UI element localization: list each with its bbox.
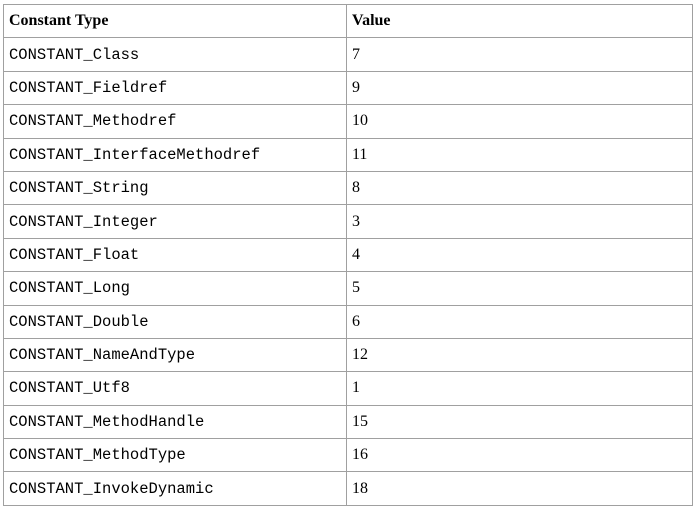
value-cell: 18 [346, 471, 693, 506]
constant-type-cell: CONSTANT_NameAndType [3, 337, 347, 373]
header-constant-type: Constant Type [3, 3, 347, 39]
constant-type-cell: CONSTANT_Float [3, 237, 347, 273]
constant-type-cell: CONSTANT_String [3, 170, 347, 206]
value-cell: 10 [346, 104, 693, 139]
constant-type-cell: CONSTANT_InvokeDynamic [3, 471, 347, 506]
constant-type-cell: CONSTANT_Long [3, 271, 347, 306]
header-value: Value [346, 3, 693, 39]
value-cell: 6 [346, 304, 693, 339]
table-row: CONSTANT_Fieldref 9 [3, 70, 693, 106]
table-row: CONSTANT_Utf8 1 [3, 371, 693, 406]
table-row: CONSTANT_Double 6 [3, 304, 693, 339]
table-row: CONSTANT_Float 4 [3, 237, 693, 273]
value-cell: 3 [346, 204, 693, 239]
value-cell: 12 [346, 337, 693, 373]
constant-type-cell: CONSTANT_Class [3, 37, 347, 72]
value-cell: 15 [346, 404, 693, 440]
value-cell: 1 [346, 371, 693, 406]
constant-type-cell: CONSTANT_Double [3, 304, 347, 339]
constant-type-cell: CONSTANT_Integer [3, 204, 347, 239]
table-row: CONSTANT_Long 5 [3, 271, 693, 306]
value-cell: 8 [346, 170, 693, 206]
table-row: CONSTANT_InterfaceMethodref 11 [3, 137, 693, 172]
value-cell: 5 [346, 271, 693, 306]
value-cell: 4 [346, 237, 693, 273]
table-row: CONSTANT_String 8 [3, 170, 693, 206]
constant-type-cell: CONSTANT_MethodHandle [3, 404, 347, 440]
table-header-row: Constant Type Value [3, 3, 693, 39]
constant-type-cell: CONSTANT_InterfaceMethodref [3, 137, 347, 172]
value-cell: 9 [346, 70, 693, 106]
table-row: CONSTANT_MethodHandle 15 [3, 404, 693, 440]
constant-type-cell: CONSTANT_Methodref [3, 104, 347, 139]
constant-pool-table: Constant Type Value CONSTANT_Class 7 CON… [3, 3, 693, 506]
value-cell: 7 [346, 37, 693, 72]
constant-type-cell: CONSTANT_Fieldref [3, 70, 347, 106]
value-cell: 16 [346, 438, 693, 473]
value-cell: 11 [346, 137, 693, 172]
table-row: CONSTANT_InvokeDynamic 18 [3, 471, 693, 506]
constant-pool-table-container: Constant Type Value CONSTANT_Class 7 CON… [3, 3, 693, 506]
table-row: CONSTANT_Class 7 [3, 37, 693, 72]
table-row: CONSTANT_MethodType 16 [3, 438, 693, 473]
table-row: CONSTANT_Methodref 10 [3, 104, 693, 139]
table-row: CONSTANT_NameAndType 12 [3, 337, 693, 373]
constant-type-cell: CONSTANT_MethodType [3, 438, 347, 473]
constant-type-cell: CONSTANT_Utf8 [3, 371, 347, 406]
table-row: CONSTANT_Integer 3 [3, 204, 693, 239]
